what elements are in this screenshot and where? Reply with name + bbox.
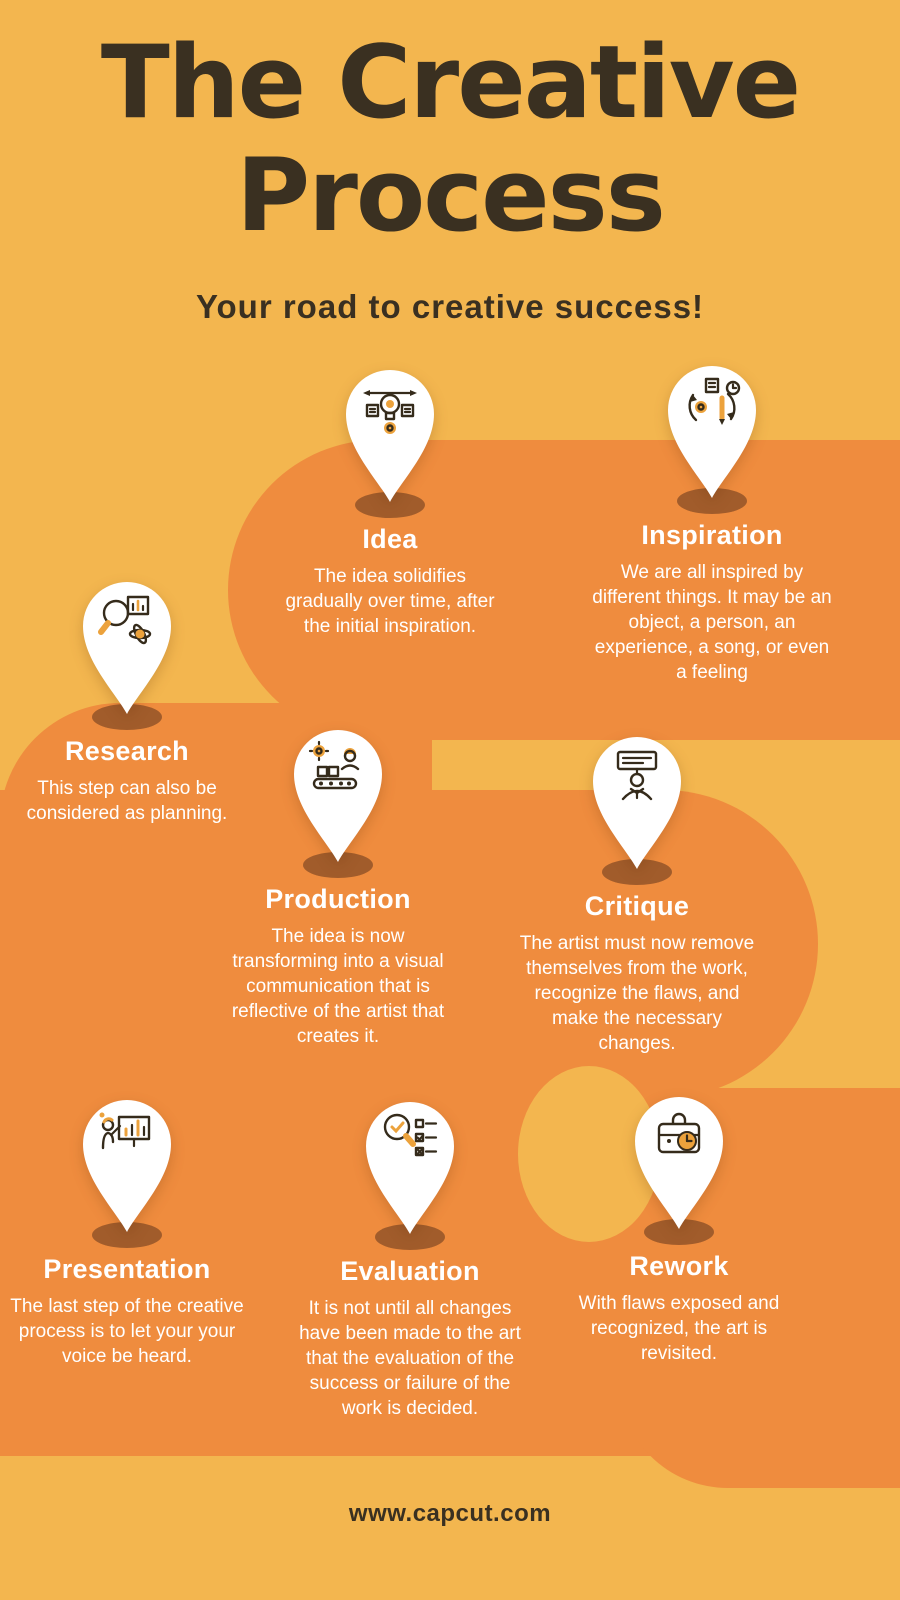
step-title-inspiration: Inspiration (641, 520, 783, 550)
step-title-production: Production (265, 884, 411, 914)
page-title: The Creative Process (0, 23, 900, 255)
page-title-line2: Process (236, 136, 666, 255)
step-idea: Idea The idea solidifies gradually over … (273, 366, 507, 639)
map-pin-marker (635, 1097, 723, 1229)
research-icon (98, 595, 152, 645)
inspiration-map-pin (660, 362, 764, 514)
step-research: Research This step can also be considere… (10, 578, 244, 826)
step-critique: Critique The artist must now remove them… (518, 733, 756, 1056)
critique-map-pin (585, 733, 689, 885)
step-description-production: The idea is now transforming into a visu… (231, 926, 445, 1048)
step-title-idea: Idea (362, 524, 418, 554)
step-description-critique: The artist must now remove themselves fr… (519, 933, 755, 1055)
map-pin-marker (294, 730, 382, 862)
page-title-line1: The Creative (100, 23, 801, 141)
step-description-idea: The idea solidifies gradually over time,… (285, 566, 495, 638)
critique-icon (616, 750, 658, 801)
step-title-rework: Rework (629, 1251, 729, 1281)
road-segment-middle (0, 790, 818, 1098)
step-description-evaluation: It is not until all changes have been ma… (299, 1298, 521, 1420)
road-segment-top (228, 440, 900, 740)
road-segment-bottom-right (618, 1240, 900, 1488)
idea-icon (363, 390, 417, 434)
research-map-pin (75, 578, 179, 730)
step-description-inspiration: We are all inspired by different things.… (592, 562, 832, 684)
footer-url: www.capcut.com (348, 1500, 552, 1527)
step-description-presentation: The last step of the creative process is… (10, 1296, 244, 1368)
step-description-rework: With flaws exposed and recognized, the a… (578, 1293, 780, 1365)
page-subtitle: Your road to creative success! (195, 288, 705, 325)
rework-icon (657, 1112, 701, 1154)
evaluation-map-pin (358, 1098, 462, 1250)
step-rework: Rework With flaws exposed and recognized… (560, 1093, 798, 1366)
step-title-evaluation: Evaluation (340, 1256, 480, 1286)
evaluation-icon (383, 1113, 438, 1157)
step-description-research: This step can also be considered as plan… (26, 778, 228, 825)
production-icon (308, 740, 360, 790)
step-title-research: Research (65, 736, 189, 766)
step-title-presentation: Presentation (43, 1254, 211, 1284)
step-title-critique: Critique (584, 891, 690, 921)
road-gap (518, 1066, 660, 1242)
map-pin-marker (346, 370, 434, 502)
step-evaluation: Evaluation It is not until all changes h… (290, 1098, 530, 1421)
step-inspiration: Inspiration We are all inspired by diffe… (592, 362, 832, 685)
inspiration-icon (688, 377, 741, 425)
presentation-icon (99, 1112, 151, 1150)
idea-map-pin (338, 366, 442, 518)
production-map-pin (286, 726, 390, 878)
step-presentation: Presentation The last step of the creati… (8, 1096, 246, 1369)
map-pin-marker (593, 737, 681, 869)
presentation-map-pin (75, 1096, 179, 1248)
step-production: Production The idea is now transforming … (222, 726, 454, 1049)
rework-map-pin (627, 1093, 731, 1245)
